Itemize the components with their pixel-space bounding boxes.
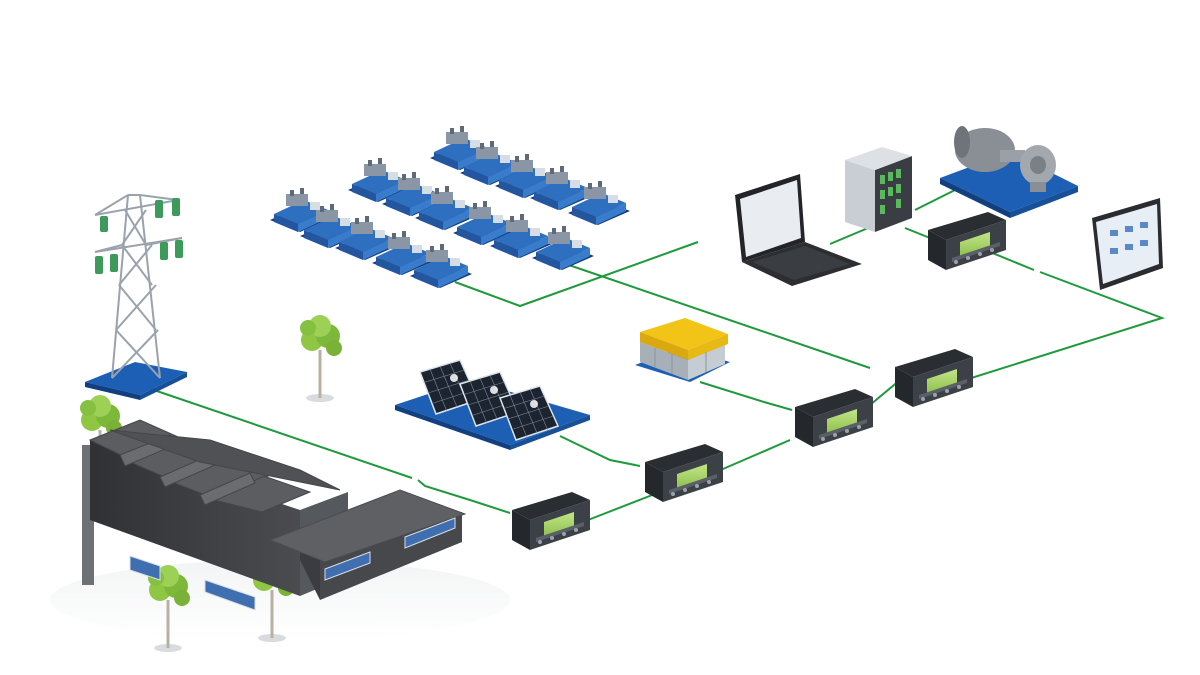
genset-unit-icon — [532, 226, 594, 270]
laptop-scada-icon — [735, 174, 862, 286]
genset-unit-icon — [530, 166, 592, 210]
control-cabinet-icon — [845, 147, 912, 232]
solar-array-icon — [395, 359, 590, 450]
factory-annex-roof — [268, 489, 467, 563]
hmi-monitor-icon — [1092, 198, 1163, 290]
link-gensets-to-controller-4 — [454, 241, 699, 308]
laptop-screen — [740, 180, 801, 257]
controller-unit-icon — [928, 212, 1006, 270]
genset-unit-icon — [490, 214, 552, 258]
controller-units — [512, 212, 1006, 550]
link-battery-to-controller-3 — [699, 381, 793, 411]
battery-front — [640, 342, 688, 380]
insulator-group — [95, 198, 183, 274]
tree-icon — [80, 395, 122, 482]
connection-lines — [147, 189, 1166, 521]
solar-panel-icon — [459, 371, 520, 427]
genset-array — [270, 126, 630, 288]
genset-unit-icon — [495, 154, 557, 198]
tree-icon — [300, 315, 342, 402]
genset-unit-icon — [453, 201, 515, 245]
controller-unit-icon — [895, 349, 973, 407]
motor-pump-icon — [940, 126, 1078, 218]
battery-top — [640, 318, 728, 350]
link-controller-4-to-monitor — [964, 271, 1166, 381]
genset-unit-icon — [335, 216, 397, 260]
factory-main-wall-front — [90, 440, 300, 596]
tower-platform — [85, 362, 187, 395]
controller-unit-icon — [795, 389, 873, 447]
cabinet-top — [845, 147, 912, 170]
genset-unit-icon — [568, 181, 630, 225]
genset-unit-icon — [300, 204, 362, 248]
sawtooth-roof — [88, 419, 341, 513]
genset-unit-icon — [415, 186, 477, 230]
tree-icon — [148, 565, 190, 652]
link-laptop-to-cabinet — [829, 227, 869, 245]
solar-panel-icon — [419, 359, 480, 415]
factory-windows — [129, 517, 456, 611]
battery-storage-icon — [635, 318, 730, 382]
link-solar-to-controller-2 — [559, 435, 641, 467]
link-tower-to-controller-1 — [147, 387, 413, 479]
genset-unit-icon — [372, 231, 434, 275]
link-tower-break — [417, 479, 511, 514]
controller-unit-icon — [512, 492, 590, 550]
genset-unit-icon — [460, 141, 522, 185]
controller-unit-icon — [645, 444, 723, 502]
genset-unit-icon — [410, 244, 472, 288]
link-controller-1-to-controller-2 — [587, 491, 661, 521]
transmission-tower-icon — [85, 194, 187, 400]
factory-building-icon — [82, 419, 467, 611]
cabinet-front — [845, 160, 875, 232]
link-pump-to-cabinet — [914, 189, 956, 211]
factory-annex-wall-front — [300, 548, 320, 600]
solar-panel-icon — [499, 385, 560, 441]
link-gensets-bus-to-controller-4 — [559, 261, 871, 369]
link-controller-2-to-controller-3 — [715, 439, 791, 473]
link-monitor-to-controller-5 — [989, 251, 1035, 271]
